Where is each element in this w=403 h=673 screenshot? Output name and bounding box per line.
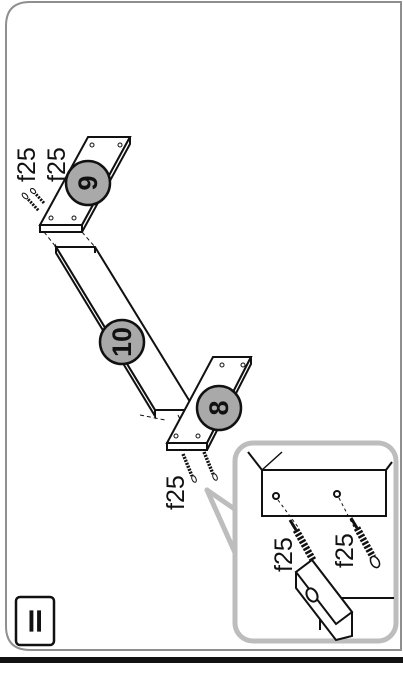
screw-icon [288, 519, 317, 562]
part-number-9: 9 [73, 175, 103, 190]
screw-label-bottom: f25 [162, 475, 190, 510]
screw-label-top-a: f25 [13, 147, 41, 182]
screw-icon [21, 192, 41, 213]
screw-label-detail-a: f25 [270, 537, 298, 572]
screw-label-top-b: f25 [43, 147, 71, 182]
screw-icon [349, 517, 381, 569]
screw-icon [202, 451, 218, 481]
step-marker: = [14, 595, 56, 647]
screw-icon [29, 187, 46, 205]
page-frame [5, 1, 402, 651]
detail-view [247, 451, 394, 642]
part-badge-8: 8 [195, 384, 243, 432]
part-badge-9: 9 [64, 159, 112, 207]
part-badge-10: 10 [98, 318, 146, 366]
part-number-8: 8 [204, 400, 234, 415]
step-symbol-icon: = [15, 607, 55, 636]
part-number-10: 10 [107, 327, 137, 357]
bottom-rule [0, 657, 403, 663]
screw-icon [181, 453, 197, 483]
screw-label-detail-b: f25 [331, 533, 359, 568]
